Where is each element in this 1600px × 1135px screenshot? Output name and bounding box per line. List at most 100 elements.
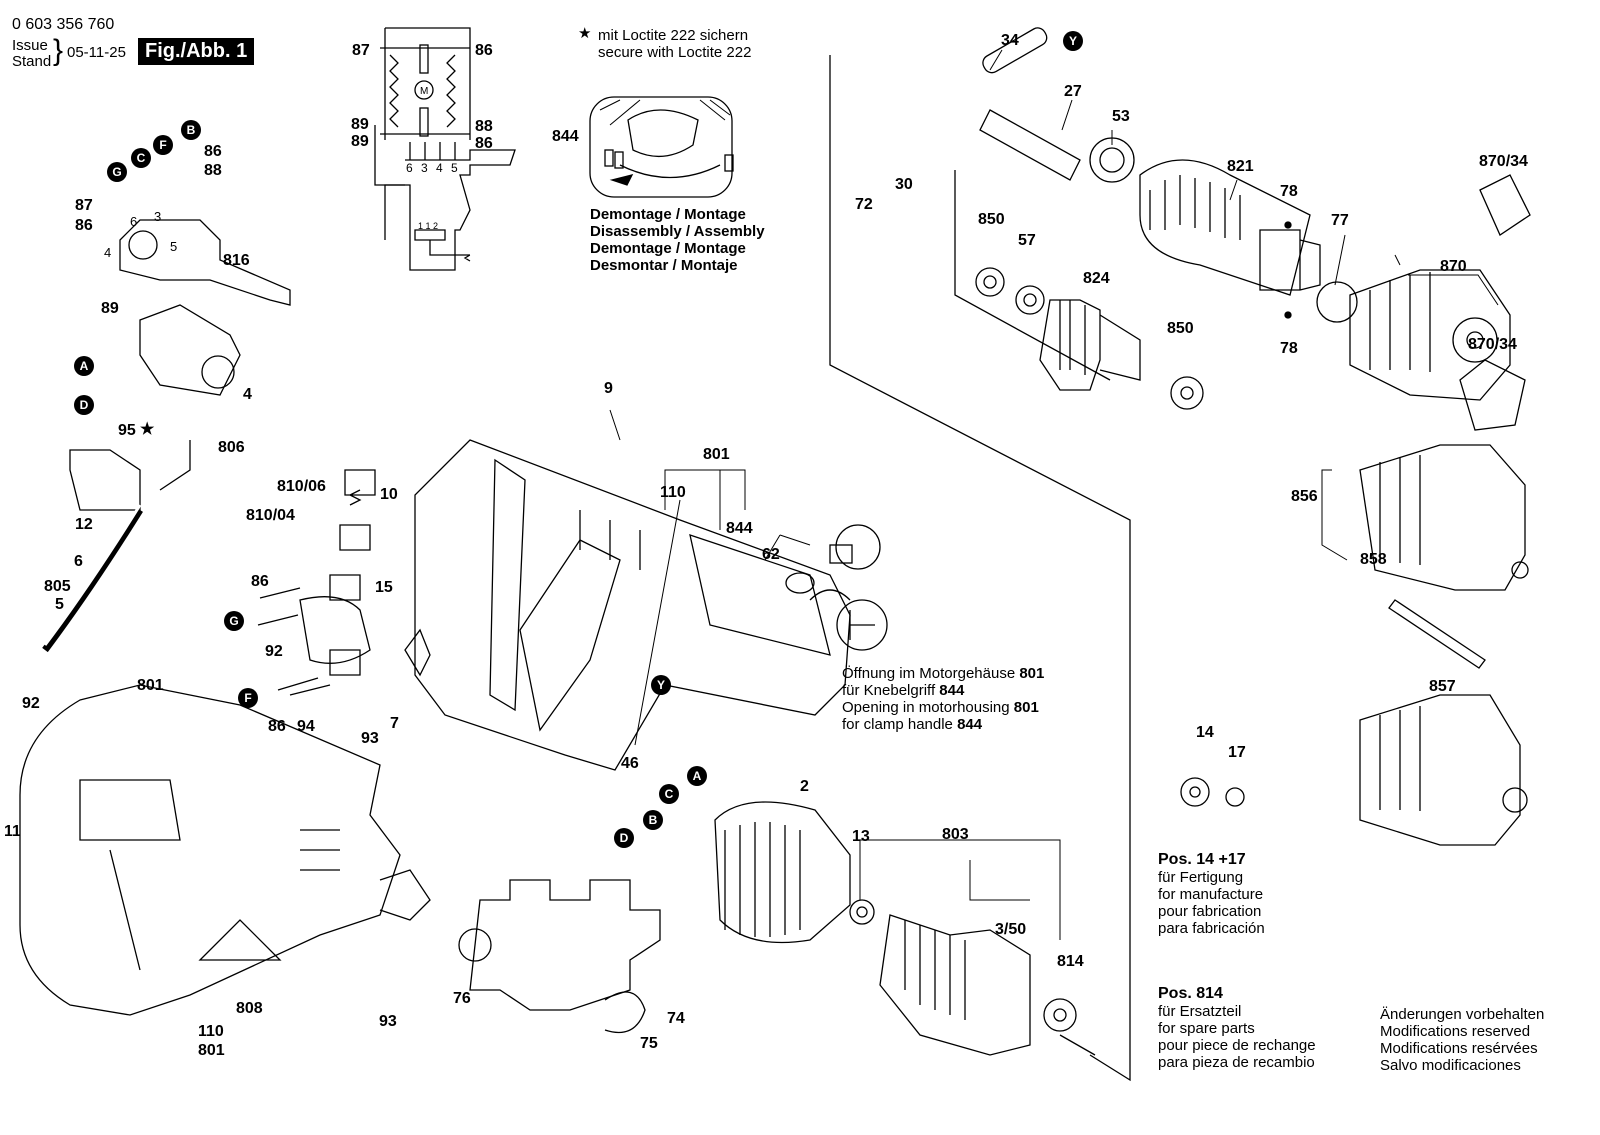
part-label: 76 [453, 990, 471, 1007]
knob-detail [589, 96, 734, 198]
figure-label: Fig./Abb. 1 [138, 38, 255, 65]
part-label: 86 [204, 143, 222, 160]
part-label: 4 [104, 245, 112, 260]
motor-housing-801 [414, 439, 851, 771]
marker-d: D [614, 828, 634, 848]
clamp-handle-844 [785, 524, 888, 651]
switch-small-label: 1 1 2 [418, 221, 439, 231]
part-label: 92 [22, 695, 40, 712]
part-label: 801 [137, 677, 164, 694]
marker-g: G [107, 162, 127, 182]
part-label: 87 [352, 42, 370, 59]
issue-date: 05-11-25 [67, 44, 126, 61]
opening-note-en2-text: for clamp handle [842, 716, 958, 733]
marker-y: Y [651, 675, 671, 695]
part-label: 6 [130, 214, 138, 229]
part-label: 4 [243, 386, 252, 403]
part-label: 86 [75, 217, 93, 234]
part-label: 870/34 [1479, 153, 1528, 170]
part-label: 30 [895, 176, 913, 193]
switch-terminal: 5 [451, 161, 458, 175]
opening-note-en-ref: 801 [1013, 699, 1039, 716]
part-label: 57 [1018, 232, 1036, 249]
part-label: 72 [855, 196, 873, 213]
part-label: 810/04 [246, 507, 295, 524]
gear-assembly [975, 27, 1358, 410]
pos-814-line: pour piece de rechange [1158, 1037, 1316, 1054]
part-label: 88 [475, 118, 493, 135]
loctite-note-de: mit Loctite 222 sichern [598, 27, 749, 44]
lower-housing [19, 684, 431, 1016]
part-label: 2 [800, 778, 809, 795]
part-label: 10 [380, 486, 398, 503]
disassembly-note-en: Disassembly / Assembly [590, 223, 765, 240]
part-label: 801 [198, 1042, 225, 1059]
part-label: 53 [1112, 108, 1130, 125]
opening-note-de-text: Öffnung im Motorgehäuse [842, 665, 1020, 682]
gasket-76 [469, 879, 661, 1011]
opening-note-en: Opening in motorhousing 801 [842, 699, 1039, 716]
star-icon: ★ [578, 25, 592, 42]
brush-holder-parts [257, 469, 431, 696]
opening-note-de-ref: 801 [1019, 665, 1045, 682]
part-label: 87 [75, 197, 93, 214]
pos-14-17-line: para fabricación [1158, 920, 1265, 937]
frame-line-inner [954, 170, 1111, 381]
marker-y: Y [1063, 31, 1083, 51]
part-label: 12 [75, 516, 93, 533]
opening-note-en2-ref: 844 [957, 716, 983, 733]
part-label: 86 [475, 135, 493, 152]
pos-814-title: Pos. 814 [1158, 985, 1223, 1002]
part-label: 62 [762, 546, 780, 563]
pos-14-17-title: Pos. 14 +17 [1158, 851, 1246, 868]
part-label: 9 [604, 380, 613, 397]
pos-14-17-line: for manufacture [1158, 886, 1264, 903]
marker-d: D [74, 395, 94, 415]
marker-a: A [74, 356, 94, 376]
disassembly-note-es: Desmontar / Montaje [590, 257, 738, 274]
disassembly-note-de: Demontage / Montage [590, 206, 746, 223]
part-label: 95 [118, 422, 136, 439]
leader-lines [609, 49, 1499, 940]
part-label: 89 [101, 300, 119, 317]
part-label: 14 [1196, 724, 1214, 741]
part-label: 3/50 [995, 921, 1027, 938]
part-label: 5 [170, 239, 178, 254]
opening-note-de2: für Knebelgriff 844 [842, 682, 964, 699]
part-label: 850 [978, 211, 1005, 228]
part-label: 78 [1280, 340, 1298, 357]
part-label: 86 [475, 42, 493, 59]
part-label: 858 [1360, 551, 1387, 568]
part-label: 34 [1001, 32, 1019, 49]
part-label: 808 [236, 1000, 263, 1017]
marker-c: C [131, 148, 151, 168]
pos-14-17-line: für Fertigung [1158, 869, 1244, 886]
marker-g: G [224, 611, 244, 631]
part-label: 86 [268, 718, 286, 735]
switch-terminal: 4 [436, 161, 443, 175]
opening-note-de2-text: für Knebelgriff [842, 682, 940, 699]
stand-label: Stand [12, 53, 52, 70]
part-label: 856 [1291, 488, 1318, 505]
part-label: 814 [1057, 953, 1084, 970]
modifications-line: Modifications reserved [1380, 1023, 1531, 1040]
switch-terminal: 3 [421, 161, 428, 175]
part-label: 92 [265, 643, 283, 660]
loctite-note-en: secure with Loctite 222 [598, 44, 752, 61]
part-label: 821 [1227, 158, 1254, 175]
pos-814-line: für Ersatzteil [1158, 1003, 1242, 1020]
part-label: 13 [852, 828, 870, 845]
opening-note-en2: for clamp handle 844 [842, 716, 982, 733]
marker-f: F [238, 688, 258, 708]
part-label: 844 [726, 520, 753, 537]
star-icon: ★ [140, 421, 155, 438]
part-label: 844 [552, 128, 579, 145]
part-label: 15 [375, 579, 393, 596]
part-label: 17 [1228, 744, 1246, 761]
part-label: 46 [621, 755, 639, 772]
oring-76 [458, 928, 492, 962]
modifications-line: Änderungen vorbehalten [1380, 1006, 1545, 1023]
part-label: 810/06 [277, 478, 326, 495]
frame-line-2 [1059, 1034, 1096, 1056]
